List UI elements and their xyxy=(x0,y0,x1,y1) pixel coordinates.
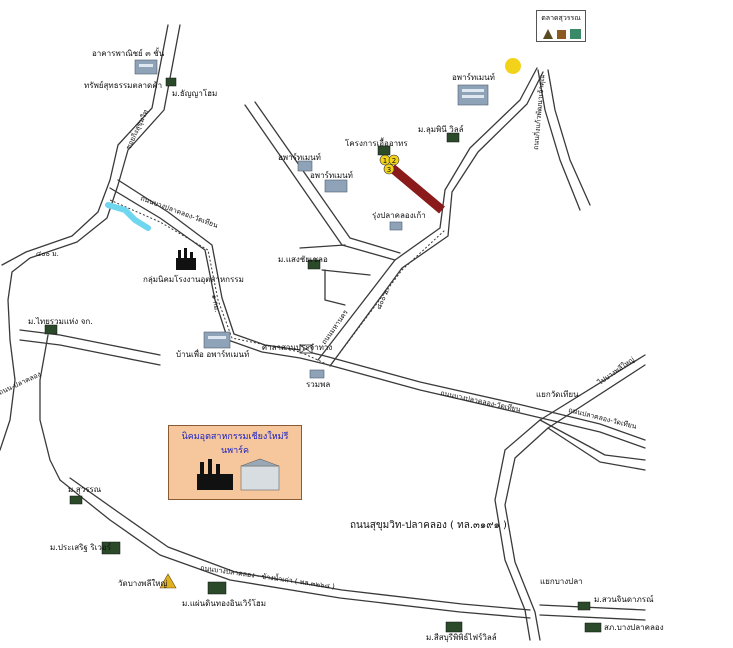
warehouse-icon xyxy=(240,458,280,491)
svg-text:1: 1 xyxy=(383,157,387,165)
temple-icon xyxy=(159,573,177,589)
dotted-route xyxy=(109,199,446,367)
house-icon xyxy=(577,601,591,611)
factory-icon xyxy=(176,248,196,270)
house-icon xyxy=(446,132,460,143)
label-m-suan: ม.สวนจินดาภรณ์ xyxy=(594,594,654,604)
market-title: ตลาดสุวรรณ xyxy=(541,14,581,22)
label-road-right-vertical: ถนนกิ่งแก้วพัฒนาเจ้าคุณ xyxy=(531,74,547,150)
factory-icon xyxy=(197,459,233,490)
label-road-diag-a: ถนนมหานคร xyxy=(320,308,350,346)
canal-water xyxy=(105,202,151,231)
apartment-icon xyxy=(203,331,231,349)
apartment-icon xyxy=(297,160,313,172)
building-icons xyxy=(44,58,602,633)
house-icon xyxy=(207,581,227,595)
label-m-lumpini: ม.ลุมพินี วิลล์ xyxy=(418,124,464,134)
svg-text:3: 3 xyxy=(387,166,391,174)
label-m-suwan: ม.สุวรรณ xyxy=(68,485,102,494)
label-road-sukhumvit-main: ถนนสุขุมวิท-ปลาคลอง ( ทล.๓๑๙๑ ) xyxy=(350,520,507,531)
label-kt-building: อาคารพาณิชย์ ๓ ชั้น xyxy=(92,47,165,58)
label-m-prasoet: ม.ประเสริฐ ริเวอร์ xyxy=(50,542,112,552)
svg-text:2: 2 xyxy=(392,157,396,165)
label-apartment-a: อพาร์ทเมนท์ xyxy=(278,152,321,162)
map-labels: อาคารพาณิชย์ ๓ ชั้น ทรัพย์สุทธรรมตลาดค้า… xyxy=(0,47,664,642)
label-police: สภ.บางปลาคลอง xyxy=(604,623,664,632)
house-icon xyxy=(307,259,321,270)
project-site-bar xyxy=(389,164,445,214)
label-m-phan: ม.แผ่นดินทองอินเวิร์โฮม xyxy=(182,598,266,608)
label-apartment-top: อพาร์ทเมนท์ xyxy=(452,72,495,82)
produce-icon xyxy=(570,29,581,39)
zone-title: นิคมอุตสาหกรรมเชียงใหม่รีนพาร์ค xyxy=(181,432,289,456)
label-m-tanya: ม.ธัญญาโฮม xyxy=(172,88,217,98)
market-stall-icon xyxy=(543,29,553,39)
label-dist-400: ๔๐๐ ม. xyxy=(36,250,59,258)
label-junction-2: แยกบางปลา xyxy=(540,577,583,586)
label-wat: วัดบางพลีใหญ่ xyxy=(118,579,168,588)
label-project: โครงการเอื้ออาทร xyxy=(345,137,408,148)
house-icon xyxy=(69,495,83,505)
bank-logo-icon xyxy=(505,58,521,74)
market-box: ตลาดสุวรรณ xyxy=(536,10,586,42)
label-supermarket: ทรัพย์สุทธรรมตลาดค้า xyxy=(84,80,162,90)
label-road-west: ถนน-ปลาคลอง xyxy=(0,370,42,397)
house-icon xyxy=(377,145,391,156)
label-dist-1km: ๑ กม. xyxy=(210,294,221,313)
label-school: ศาลาสวนประจำทาง xyxy=(262,343,332,352)
label-to-bangphli: ไปบางพลีใหญ่ xyxy=(595,355,636,387)
industrial-estate-box: นิคมอุตสาหกรรมเชียงใหม่รีนพาร์ค xyxy=(168,425,302,500)
label-ban-phue: บ้านเพื่อ อพาร์ทเมนท์ xyxy=(176,348,249,359)
apartment-icon xyxy=(324,179,348,193)
house-icon xyxy=(101,541,121,555)
house-icon xyxy=(445,621,463,633)
police-station-icon xyxy=(584,622,602,633)
market-icons xyxy=(543,29,581,39)
label-dist-800: ๘๐๐ ม. xyxy=(375,287,392,311)
label-rung-pla: รุ่งปลาคลองเก้า xyxy=(372,211,426,220)
label-factory-group: กลุ่มนิคมโรงงานอุตสาหกรรม xyxy=(143,274,244,284)
label-m-thai: ม.ไทยรวมแห่ง จก. xyxy=(28,317,93,326)
label-ruam-phon: รวมพล xyxy=(306,380,330,389)
building-icon xyxy=(309,369,325,379)
label-m-saengchai: ม.แสงชัยเชลอ xyxy=(278,255,328,264)
project-markers: 1 2 3 xyxy=(379,154,400,175)
zone-icons xyxy=(197,458,280,491)
label-apartment-b: อพาร์ทเมนท์ xyxy=(310,170,353,180)
house-icon xyxy=(165,77,177,87)
building-icon xyxy=(389,221,403,231)
house-icon xyxy=(44,324,58,335)
label-junction-1: แยกวัดเทียน xyxy=(536,390,579,399)
basket-icon xyxy=(557,30,566,39)
road-network xyxy=(0,24,646,641)
label-m-sanbun: ม.สีสบุรีพิพิธ์ไฟร์วิลล์ xyxy=(426,632,497,642)
